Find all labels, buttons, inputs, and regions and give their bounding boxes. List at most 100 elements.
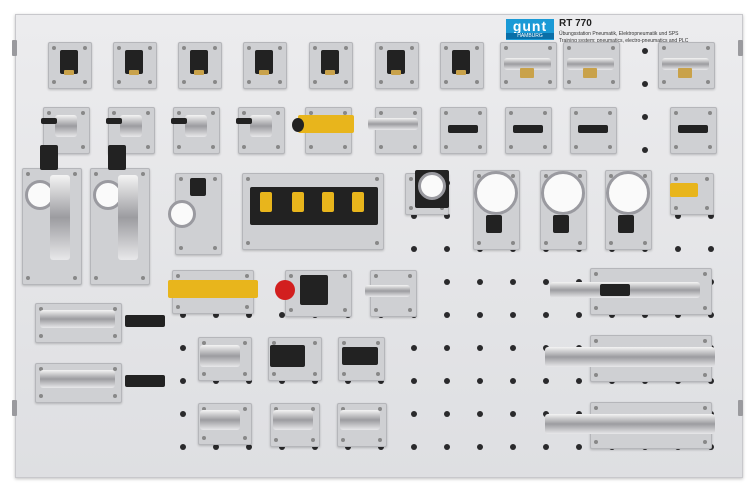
- roller-switch: [270, 345, 305, 367]
- screw-icon: [504, 80, 508, 84]
- screw-icon: [594, 373, 598, 377]
- mounting-clip: [12, 40, 17, 56]
- screw-icon: [674, 111, 678, 115]
- pushbutton-switch: [387, 50, 405, 74]
- regulator-knob: [40, 145, 58, 170]
- panel-hole: [708, 246, 714, 252]
- screw-icon: [202, 436, 206, 440]
- screw-icon: [444, 145, 448, 149]
- regulator-knob: [190, 178, 206, 196]
- subtitle-english: Training system: pneumatics, electro-pne…: [559, 38, 689, 44]
- connector: [129, 70, 139, 75]
- panel-hole: [213, 312, 219, 318]
- screw-icon: [543, 111, 547, 115]
- panel-hole: [411, 345, 417, 351]
- screw-icon: [705, 177, 709, 181]
- screw-icon: [409, 177, 413, 181]
- screw-icon: [148, 46, 152, 50]
- emergency-stop-button: [275, 280, 295, 300]
- connector: [391, 70, 401, 75]
- screw-icon: [475, 80, 479, 84]
- screw-icon: [243, 372, 247, 376]
- screw-icon: [243, 341, 247, 345]
- panel-hole: [246, 378, 252, 384]
- screw-icon: [39, 367, 43, 371]
- connector: [325, 70, 335, 75]
- screw-icon: [379, 111, 383, 115]
- panel-hole: [411, 246, 417, 252]
- screw-icon: [379, 46, 383, 50]
- solenoid-valve: [662, 58, 709, 70]
- screw-icon: [706, 80, 710, 84]
- panel-hole: [642, 114, 648, 120]
- screw-icon: [211, 145, 215, 149]
- screw-icon: [611, 80, 615, 84]
- screw-icon: [643, 174, 647, 178]
- reed-switch: [200, 410, 240, 430]
- screw-icon: [379, 80, 383, 84]
- pushbutton-switch: [60, 50, 78, 74]
- panel-hole: [642, 81, 648, 87]
- panel-hole: [675, 312, 681, 318]
- fitting: [583, 68, 597, 78]
- panel-hole: [312, 444, 318, 450]
- screw-icon: [247, 80, 251, 84]
- screw-icon: [177, 111, 181, 115]
- panel-hole: [279, 378, 285, 384]
- solenoid-coil: [322, 192, 334, 212]
- panel-hole: [675, 213, 681, 219]
- screw-icon: [73, 172, 77, 176]
- screw-icon: [52, 80, 56, 84]
- screw-icon: [410, 80, 414, 84]
- panel-hole: [642, 147, 648, 153]
- screw-icon: [276, 145, 280, 149]
- pressure-valve: [340, 410, 380, 430]
- screw-icon: [311, 438, 315, 442]
- screw-icon: [703, 440, 707, 444]
- pushbutton-switch: [255, 50, 273, 74]
- shuttle-valve: [368, 118, 418, 130]
- cylinder-label: [600, 284, 630, 296]
- connector: [64, 70, 74, 75]
- screw-icon: [179, 177, 183, 181]
- limit-switch: [300, 275, 328, 305]
- screw-icon: [574, 111, 578, 115]
- pushbutton-switch: [190, 50, 208, 74]
- screw-icon: [213, 80, 217, 84]
- screw-icon: [182, 80, 186, 84]
- timer-dial: [418, 172, 446, 200]
- panel-hole: [180, 312, 186, 318]
- screw-icon: [477, 241, 481, 245]
- screw-icon: [548, 46, 552, 50]
- lever: [236, 118, 252, 124]
- screw-icon: [343, 111, 347, 115]
- panel-hole: [576, 444, 582, 450]
- panel-hole: [477, 444, 483, 450]
- screw-icon: [341, 407, 345, 411]
- screw-icon: [703, 272, 707, 276]
- panel-hole: [543, 378, 549, 384]
- screw-icon: [343, 274, 347, 278]
- screw-icon: [243, 436, 247, 440]
- lever: [171, 118, 187, 124]
- screw-icon: [26, 172, 30, 176]
- screw-icon: [543, 145, 547, 149]
- screw-icon: [309, 111, 313, 115]
- panel-hole: [444, 444, 450, 450]
- subtitle-german: Übungsstation Pneumatik, Elektropneumati…: [559, 31, 679, 37]
- screw-icon: [378, 438, 382, 442]
- screw-icon: [213, 46, 217, 50]
- screw-icon: [311, 407, 315, 411]
- screw-icon: [179, 246, 183, 250]
- screw-icon: [511, 241, 515, 245]
- pressure-gauge: [541, 171, 585, 215]
- screw-icon: [113, 394, 117, 398]
- pushbutton-switch: [321, 50, 339, 74]
- screw-icon: [409, 206, 413, 210]
- screw-icon: [608, 111, 612, 115]
- panel-hole: [510, 279, 516, 285]
- screw-icon: [608, 145, 612, 149]
- screw-icon: [567, 46, 571, 50]
- screw-icon: [39, 334, 43, 338]
